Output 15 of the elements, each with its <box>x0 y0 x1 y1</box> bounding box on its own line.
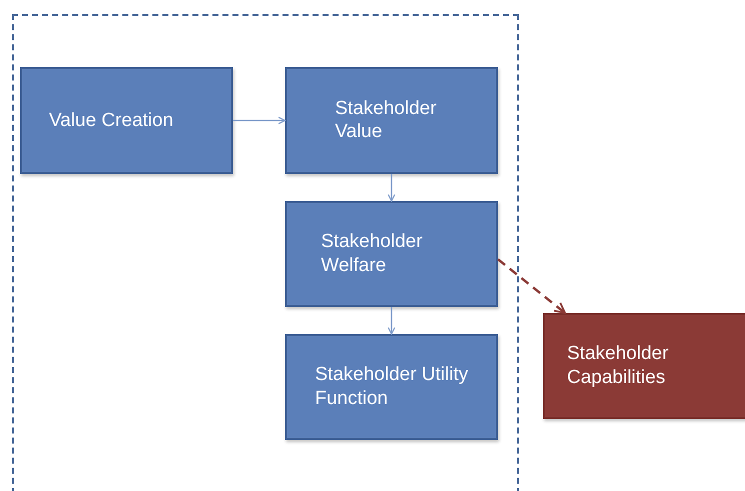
box-label: Stakeholder Value <box>335 96 438 144</box>
group-boundary <box>12 14 519 491</box>
arrow <box>388 174 396 202</box>
arrow <box>497 258 566 314</box>
arrow <box>233 116 286 124</box>
process-box <box>543 313 745 419</box>
box-label: Stakeholder Capabilities <box>567 342 670 390</box>
box-label: Value Creation <box>48 108 174 132</box>
process-box <box>285 334 498 440</box>
process-box <box>285 201 498 307</box>
process-box <box>20 66 233 174</box>
box-label: Stakeholder Welfare <box>321 230 424 278</box>
box-label: Stakeholder Utility Function <box>315 363 470 411</box>
process-box <box>285 66 498 174</box>
arrow <box>388 307 396 335</box>
